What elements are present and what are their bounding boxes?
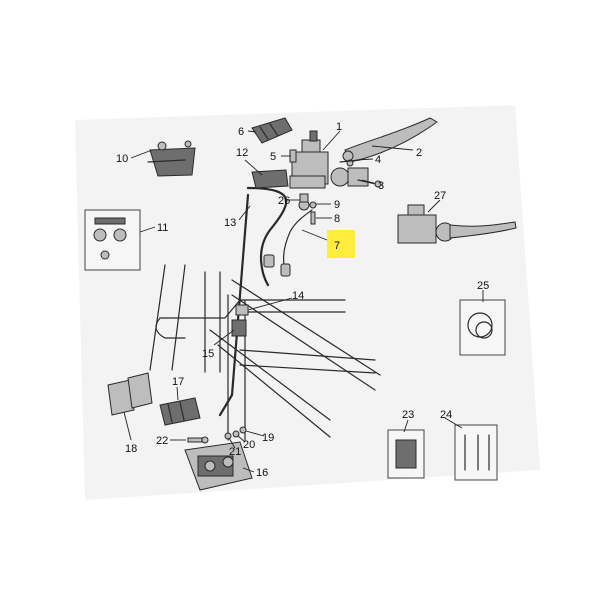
callout-24: 24 [440, 409, 452, 421]
master-cylinder-1 [289, 130, 369, 189]
callout-15: 15 [202, 348, 214, 360]
bolt-8 [310, 211, 316, 225]
callout-13: 13 [224, 217, 236, 229]
lever-assembly-27 [397, 204, 517, 244]
callout-8: 8 [334, 213, 340, 225]
callout-3: 3 [378, 180, 384, 192]
cap-20 [232, 430, 240, 438]
parts-bag-25 [459, 299, 506, 356]
highlight-box [327, 230, 355, 258]
callout-1: 1 [336, 121, 342, 133]
seal-kit-10 [147, 140, 196, 177]
callout-16: 16 [256, 467, 268, 479]
callout-22: 22 [156, 435, 168, 447]
callout-21: 21 [229, 446, 241, 458]
callout-23: 23 [402, 409, 414, 421]
callout-10: 10 [116, 153, 128, 165]
callout-18: 18 [125, 443, 137, 455]
callout-26: 26 [278, 195, 290, 207]
brake-lever-2 [342, 117, 438, 163]
screws-3 [357, 179, 382, 188]
brake-hose-13 [218, 186, 288, 417]
brake-caliper-16 [184, 441, 253, 491]
stop-switch-wire-7 [280, 209, 313, 277]
fitting-14 [235, 304, 249, 316]
brake-pads-18 [107, 372, 153, 416]
parts-bag-11 [84, 209, 141, 271]
callout-labels: 1 2 3 4 5 6 7 8 9 10 11 12 13 14 15 16 1… [116, 121, 489, 479]
brake-pads-17 [159, 397, 201, 426]
callout-17: 17 [172, 376, 184, 388]
callout-2: 2 [416, 147, 422, 159]
washer-21 [224, 432, 232, 440]
leader-lines [123, 130, 484, 473]
callout-6: 6 [238, 126, 244, 138]
washer-9 [309, 201, 317, 209]
pins-15 [231, 319, 247, 337]
callout-5: 5 [270, 151, 276, 163]
callout-20: 20 [243, 439, 255, 451]
rubber-cap-12 [251, 169, 289, 189]
frame-tubes [149, 264, 381, 441]
callout-25: 25 [477, 280, 489, 292]
callout-12: 12 [236, 147, 248, 159]
callout-4: 4 [375, 154, 381, 166]
parts-bag-24 [454, 424, 498, 481]
callout-9: 9 [334, 199, 340, 211]
parts-bag-23 [387, 429, 425, 479]
callout-27: 27 [434, 190, 446, 202]
bolt-22 [187, 436, 209, 444]
callout-14: 14 [292, 290, 304, 302]
grip-6 [251, 117, 293, 144]
callout-7: 7 [334, 240, 340, 252]
bleed-screw-19 [239, 426, 247, 434]
callout-11: 11 [157, 222, 168, 234]
callout-19: 19 [262, 432, 274, 444]
banjo-bolt-26 [298, 193, 310, 211]
